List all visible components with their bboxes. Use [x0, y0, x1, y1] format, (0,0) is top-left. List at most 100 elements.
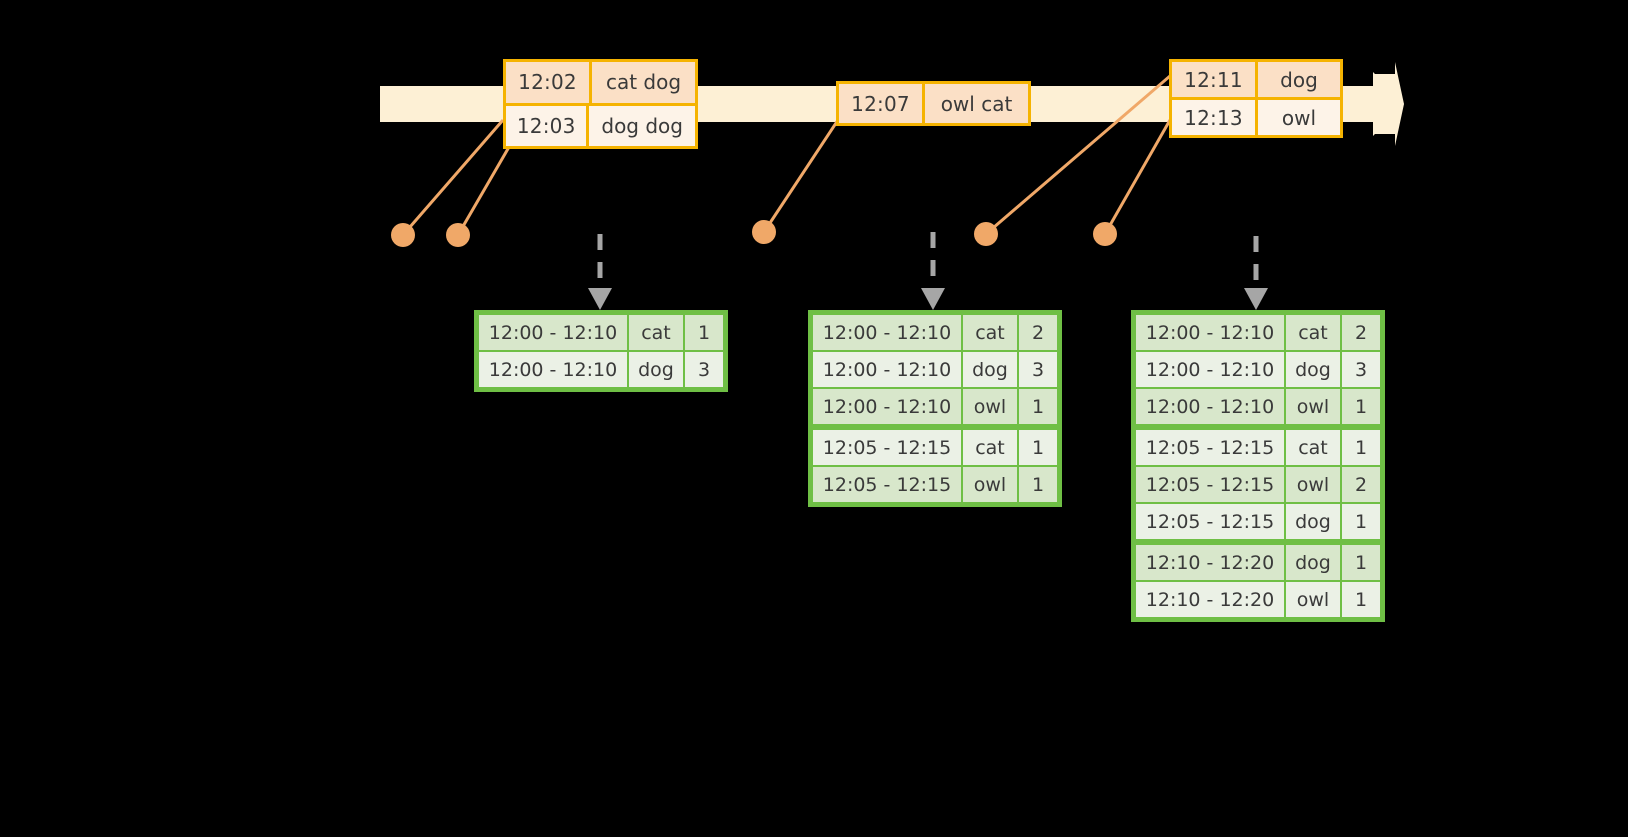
- event-words: dog: [1280, 67, 1318, 92]
- word-cell: cat: [963, 315, 1017, 350]
- emit-arrowhead-1: [588, 288, 612, 310]
- count-cell: 3: [1019, 352, 1057, 387]
- table-row[interactable]: 12:00 - 12:10 owl 1: [1135, 388, 1381, 425]
- event-marker-1211[interactable]: [974, 222, 998, 246]
- count-cell: 3: [1342, 352, 1380, 387]
- window-cell: 12:00 - 12:10: [1136, 352, 1284, 387]
- event-time: 12:07: [839, 84, 925, 123]
- event-time: 12:11: [1172, 62, 1258, 97]
- word-cell: dog: [629, 352, 683, 387]
- event-words: cat dog: [605, 70, 682, 95]
- count-cell: 2: [1342, 315, 1380, 350]
- emit-arrowhead-2: [921, 288, 945, 310]
- table-row[interactable]: 12:00 - 12:10 cat 1: [478, 314, 724, 351]
- table-row[interactable]: 12:00 - 12:10 dog 3: [812, 351, 1058, 388]
- count-cell: 1: [1342, 389, 1380, 424]
- table-row[interactable]: 12:05 - 12:15 owl 2: [1135, 466, 1381, 503]
- word-cell: cat: [963, 430, 1017, 465]
- window-cell: 12:05 - 12:15: [1136, 430, 1284, 465]
- count-cell: 1: [1342, 545, 1380, 580]
- count-cell: 2: [1342, 467, 1380, 502]
- count-cell: 1: [1019, 430, 1057, 465]
- event-row[interactable]: 12:07 owl cat: [839, 84, 1028, 123]
- result-table-2[interactable]: 12:00 - 12:10 cat 2 12:00 - 12:10 dog 3 …: [808, 310, 1062, 507]
- word-cell: owl: [1286, 582, 1340, 617]
- word-cell: dog: [1286, 504, 1340, 539]
- word-cell: owl: [1286, 467, 1340, 502]
- emit-arrowheads: [588, 288, 1268, 310]
- window-cell: 12:10 - 12:20: [1136, 545, 1284, 580]
- window-cell: 12:00 - 12:10: [1136, 315, 1284, 350]
- event-time: 12:02: [506, 62, 592, 103]
- event-row[interactable]: 12:13 owl: [1172, 97, 1340, 135]
- event-group-3[interactable]: 12:11 dog 12:13 owl: [1169, 59, 1343, 138]
- window-cell: 12:00 - 12:10: [813, 315, 961, 350]
- word-cell: cat: [629, 315, 683, 350]
- event-marker-1207[interactable]: [752, 220, 776, 244]
- leader-line-1207: [762, 116, 842, 233]
- window-cell: 12:00 - 12:10: [479, 315, 627, 350]
- event-marker-1202[interactable]: [391, 223, 415, 247]
- event-words: owl cat: [940, 91, 1013, 116]
- event-words: dog dog: [601, 113, 683, 138]
- table-row[interactable]: 12:00 - 12:10 owl 1: [812, 388, 1058, 425]
- window-cell: 12:05 - 12:15: [1136, 504, 1284, 539]
- count-cell: 1: [1342, 582, 1380, 617]
- result-table-1[interactable]: 12:00 - 12:10 cat 1 12:00 - 12:10 dog 3: [474, 310, 728, 392]
- word-cell: owl: [963, 467, 1017, 502]
- timeline-arrowhead: [1373, 72, 1404, 136]
- event-row[interactable]: 12:02 cat dog: [506, 62, 695, 103]
- event-time: 12:13: [1172, 100, 1258, 135]
- window-cell: 12:05 - 12:15: [1136, 467, 1284, 502]
- table-row[interactable]: 12:00 - 12:10 cat 2: [812, 314, 1058, 351]
- table-row[interactable]: 12:00 - 12:10 dog 3: [478, 351, 724, 388]
- word-cell: cat: [1286, 430, 1340, 465]
- window-cell: 12:10 - 12:20: [1136, 582, 1284, 617]
- window-cell: 12:05 - 12:15: [813, 467, 961, 502]
- count-cell: 2: [1019, 315, 1057, 350]
- window-cell: 12:00 - 12:10: [813, 389, 961, 424]
- count-cell: 1: [685, 315, 723, 350]
- emit-arrows: [597, 232, 1259, 292]
- emit-arrowhead-3: [1244, 288, 1268, 310]
- word-cell: dog: [1286, 545, 1340, 580]
- count-cell: 1: [1342, 430, 1380, 465]
- event-group-2[interactable]: 12:07 owl cat: [836, 81, 1031, 126]
- word-cell: cat: [1286, 315, 1340, 350]
- window-cell: 12:00 - 12:10: [479, 352, 627, 387]
- count-cell: 1: [1342, 504, 1380, 539]
- window-cell: 12:00 - 12:10: [1136, 389, 1284, 424]
- event-words: owl: [1281, 105, 1317, 130]
- group-separator: [812, 425, 1058, 429]
- group-separator: [1135, 425, 1381, 429]
- table-row[interactable]: 12:10 - 12:20 owl 1: [1135, 581, 1381, 618]
- count-cell: 1: [1019, 467, 1057, 502]
- word-cell: dog: [963, 352, 1017, 387]
- marker-dots: [391, 220, 1117, 247]
- table-row[interactable]: 12:05 - 12:15 dog 1: [1135, 503, 1381, 540]
- window-cell: 12:05 - 12:15: [813, 430, 961, 465]
- table-row[interactable]: 12:05 - 12:15 cat 1: [1135, 429, 1381, 466]
- count-cell: 1: [1019, 389, 1057, 424]
- event-time: 12:03: [506, 105, 590, 146]
- table-row[interactable]: 12:10 - 12:20 dog 1: [1135, 544, 1381, 581]
- word-cell: dog: [1286, 352, 1340, 387]
- table-row[interactable]: 12:05 - 12:15 cat 1: [812, 429, 1058, 466]
- table-row[interactable]: 12:05 - 12:15 owl 1: [812, 466, 1058, 503]
- table-row[interactable]: 12:00 - 12:10 dog 3: [1135, 351, 1381, 388]
- timeline-arrowhead-body: [1373, 62, 1404, 146]
- event-marker-1213[interactable]: [1093, 222, 1117, 246]
- group-separator: [1135, 540, 1381, 544]
- word-cell: owl: [963, 389, 1017, 424]
- result-table-3[interactable]: 12:00 - 12:10 cat 2 12:00 - 12:10 dog 3 …: [1131, 310, 1385, 622]
- event-row[interactable]: 12:11 dog: [1172, 62, 1340, 97]
- table-row[interactable]: 12:00 - 12:10 cat 2: [1135, 314, 1381, 351]
- leader-line-1213: [1103, 119, 1172, 235]
- event-row[interactable]: 12:03 dog dog: [506, 102, 695, 146]
- word-cell: owl: [1286, 389, 1340, 424]
- event-group-1[interactable]: 12:02 cat dog 12:03 dog dog: [503, 59, 698, 149]
- event-marker-1203[interactable]: [446, 223, 470, 247]
- window-cell: 12:00 - 12:10: [813, 352, 961, 387]
- leader-line-1202: [401, 119, 505, 236]
